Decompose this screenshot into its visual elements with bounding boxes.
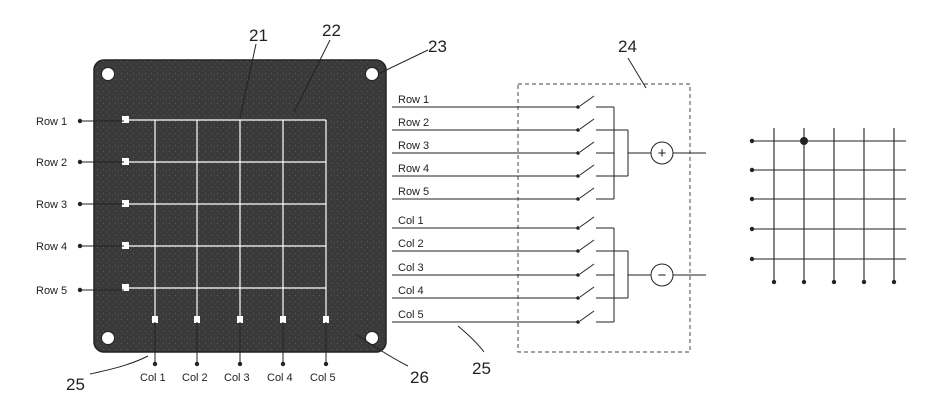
plus-symbol: + xyxy=(658,145,667,162)
col-label-2: Col 2 xyxy=(182,372,208,384)
row-switches xyxy=(580,96,651,199)
ref-22: 22 xyxy=(322,21,341,40)
col-label-4: Col 4 xyxy=(267,372,293,384)
corner-hole-top-right xyxy=(366,68,379,81)
row-label-2: Row 2 xyxy=(36,157,67,169)
col-label-5: Col 5 xyxy=(310,372,336,384)
row-label-3: Row 3 xyxy=(36,199,67,211)
col-wire-dots xyxy=(576,226,580,324)
switch-col-label-1: Col 1 xyxy=(398,215,424,227)
switch-col-label-5: Col 5 xyxy=(398,309,424,321)
row-lead-dots xyxy=(78,119,82,292)
schematic-col-dots xyxy=(772,280,896,284)
row-label-5: Row 5 xyxy=(36,285,67,297)
switch-box xyxy=(518,84,690,352)
switch-row-label-1: Row 1 xyxy=(398,94,429,106)
switch-row-label-5: Row 5 xyxy=(398,186,429,198)
col-lead-dots xyxy=(153,362,328,366)
corner-hole-top-left xyxy=(102,68,115,81)
ref-23: 23 xyxy=(428,37,447,56)
col-label-1: Col 1 xyxy=(140,372,166,384)
ref-24: 24 xyxy=(618,37,637,56)
switch-col-label-4: Col 4 xyxy=(398,285,424,297)
col-switches xyxy=(580,217,651,322)
schematic-row-dots xyxy=(750,139,754,261)
ref-21: 21 xyxy=(249,26,268,45)
row-label-1: Row 1 xyxy=(36,116,67,128)
switch-col-label-3: Col 3 xyxy=(398,262,424,274)
row-label-4: Row 4 xyxy=(36,241,67,253)
touch-point xyxy=(800,137,808,145)
switch-row-label-4: Row 4 xyxy=(398,163,429,175)
switch-row-label-3: Row 3 xyxy=(398,140,429,152)
row-wire-dots xyxy=(576,105,580,201)
col-label-3: Col 3 xyxy=(224,372,250,384)
ref-26: 26 xyxy=(410,368,429,387)
ref-25-right: 25 xyxy=(472,359,491,378)
schematic-grid xyxy=(752,128,906,282)
switch-col-label-2: Col 2 xyxy=(398,238,424,250)
corner-hole-bottom-right xyxy=(366,332,379,345)
switch-row-label-2: Row 2 xyxy=(398,117,429,129)
corner-hole-bottom-left xyxy=(102,332,115,345)
minus-symbol: − xyxy=(658,267,667,284)
ref-25-left: 25 xyxy=(66,375,85,394)
